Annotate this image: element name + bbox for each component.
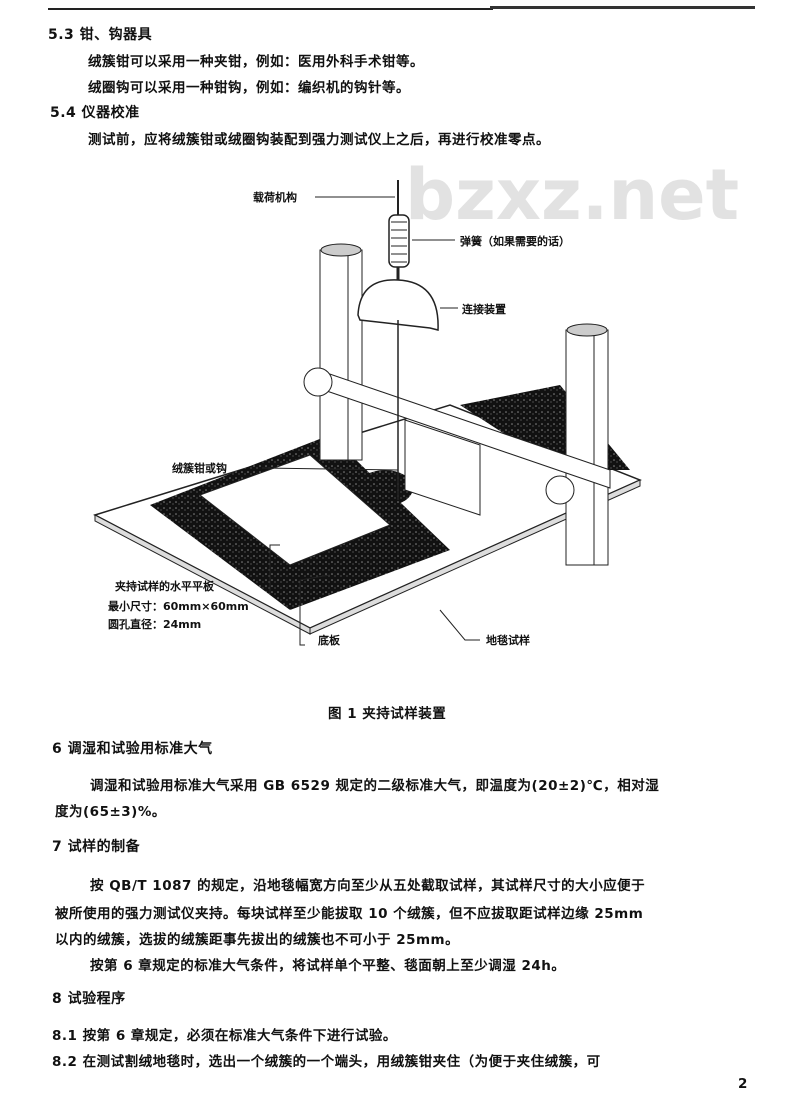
paragraph-line: 以内的绒簇，选拔的绒簇距事先拔出的绒簇也不可小于 25mm。 [55, 932, 460, 948]
section-5-3-heading: 5.3 钳、钩器具 [48, 27, 153, 43]
section-5-4-heading: 5.4 仪器校准 [50, 105, 140, 121]
spring [388, 214, 410, 268]
figure-apparatus: 载荷机构 弹簧（如果需要的话） 连接装置 绒簇钳或钩 夹持试样的水平平板 最小尺… [93, 180, 642, 647]
plate-hole [357, 470, 413, 506]
label-connector: 连接装置 [462, 302, 506, 316]
paragraph-line: 绒圈钩可以采用一种钳钩，例如：编织机的钩针等。 [88, 80, 410, 96]
label-base-plate: 底板 [318, 633, 341, 647]
label-carpet-sample: 地毯试样 [486, 633, 530, 647]
label-min-size: 最小尺寸：60mm×60mm [108, 599, 249, 613]
connector [357, 279, 439, 331]
watermark: bzxz.net [405, 154, 740, 236]
paragraph-line: 被所使用的强力测试仪夹持。每块试样至少能拔取 10 个绒簇，但不应拔取距试样边缘… [55, 906, 644, 922]
section-8-2: 8.2 在测试割绒地毯时，选出一个绒簇的一个端头，用绒簇钳夹住（为便于夹住绒簇，… [52, 1054, 601, 1070]
paragraph-line: 绒簇钳可以采用一种夹钳，例如：医用外科手术钳等。 [88, 54, 424, 70]
section-7-heading: 7 试样的制备 [52, 839, 141, 855]
paragraph-line: 按第 6 章规定的标准大气条件，将试样单个平整、毯面朝上至少调湿 24h。 [90, 958, 566, 974]
right-post [565, 329, 609, 566]
label-spring: 弹簧（如果需要的话） [460, 234, 570, 248]
header-rule [48, 8, 493, 10]
section-8-heading: 8 试验程序 [52, 991, 126, 1007]
paragraph-line: 调湿和试验用标准大气采用 GB 6529 规定的二级标准大气，即温度为(20±2… [90, 778, 660, 794]
label-hole-diameter: 圆孔直径：24mm [108, 617, 201, 631]
label-plate: 夹持试样的水平平板 [115, 579, 215, 593]
label-load-mechanism: 载荷机构 [253, 190, 297, 204]
section-8-1: 8.1 按第 6 章规定，必须在标准大气条件下进行试验。 [52, 1028, 397, 1044]
left-post [319, 249, 363, 461]
paragraph-line: 度为(65±3)%。 [55, 804, 166, 820]
header-rule-right [490, 6, 755, 9]
paragraph-line: 按 QB/T 1087 的规定，沿地毯幅宽方向至少从五处截取试样，其试样尺寸的大… [90, 878, 646, 894]
vertical-panel [404, 419, 481, 516]
figure-caption: 图 1 夹持试样装置 [328, 706, 447, 722]
paragraph-line: 测试前，应将绒簇钳或绒圈钩装配到强力测试仪上之后，再进行校准零点。 [88, 132, 550, 148]
label-tuft-clamp: 绒簇钳或钩 [172, 461, 227, 475]
section-6-heading: 6 调湿和试验用标准大气 [52, 741, 213, 757]
base-plate-edge [309, 479, 641, 635]
page-number: 2 [738, 1076, 748, 1092]
